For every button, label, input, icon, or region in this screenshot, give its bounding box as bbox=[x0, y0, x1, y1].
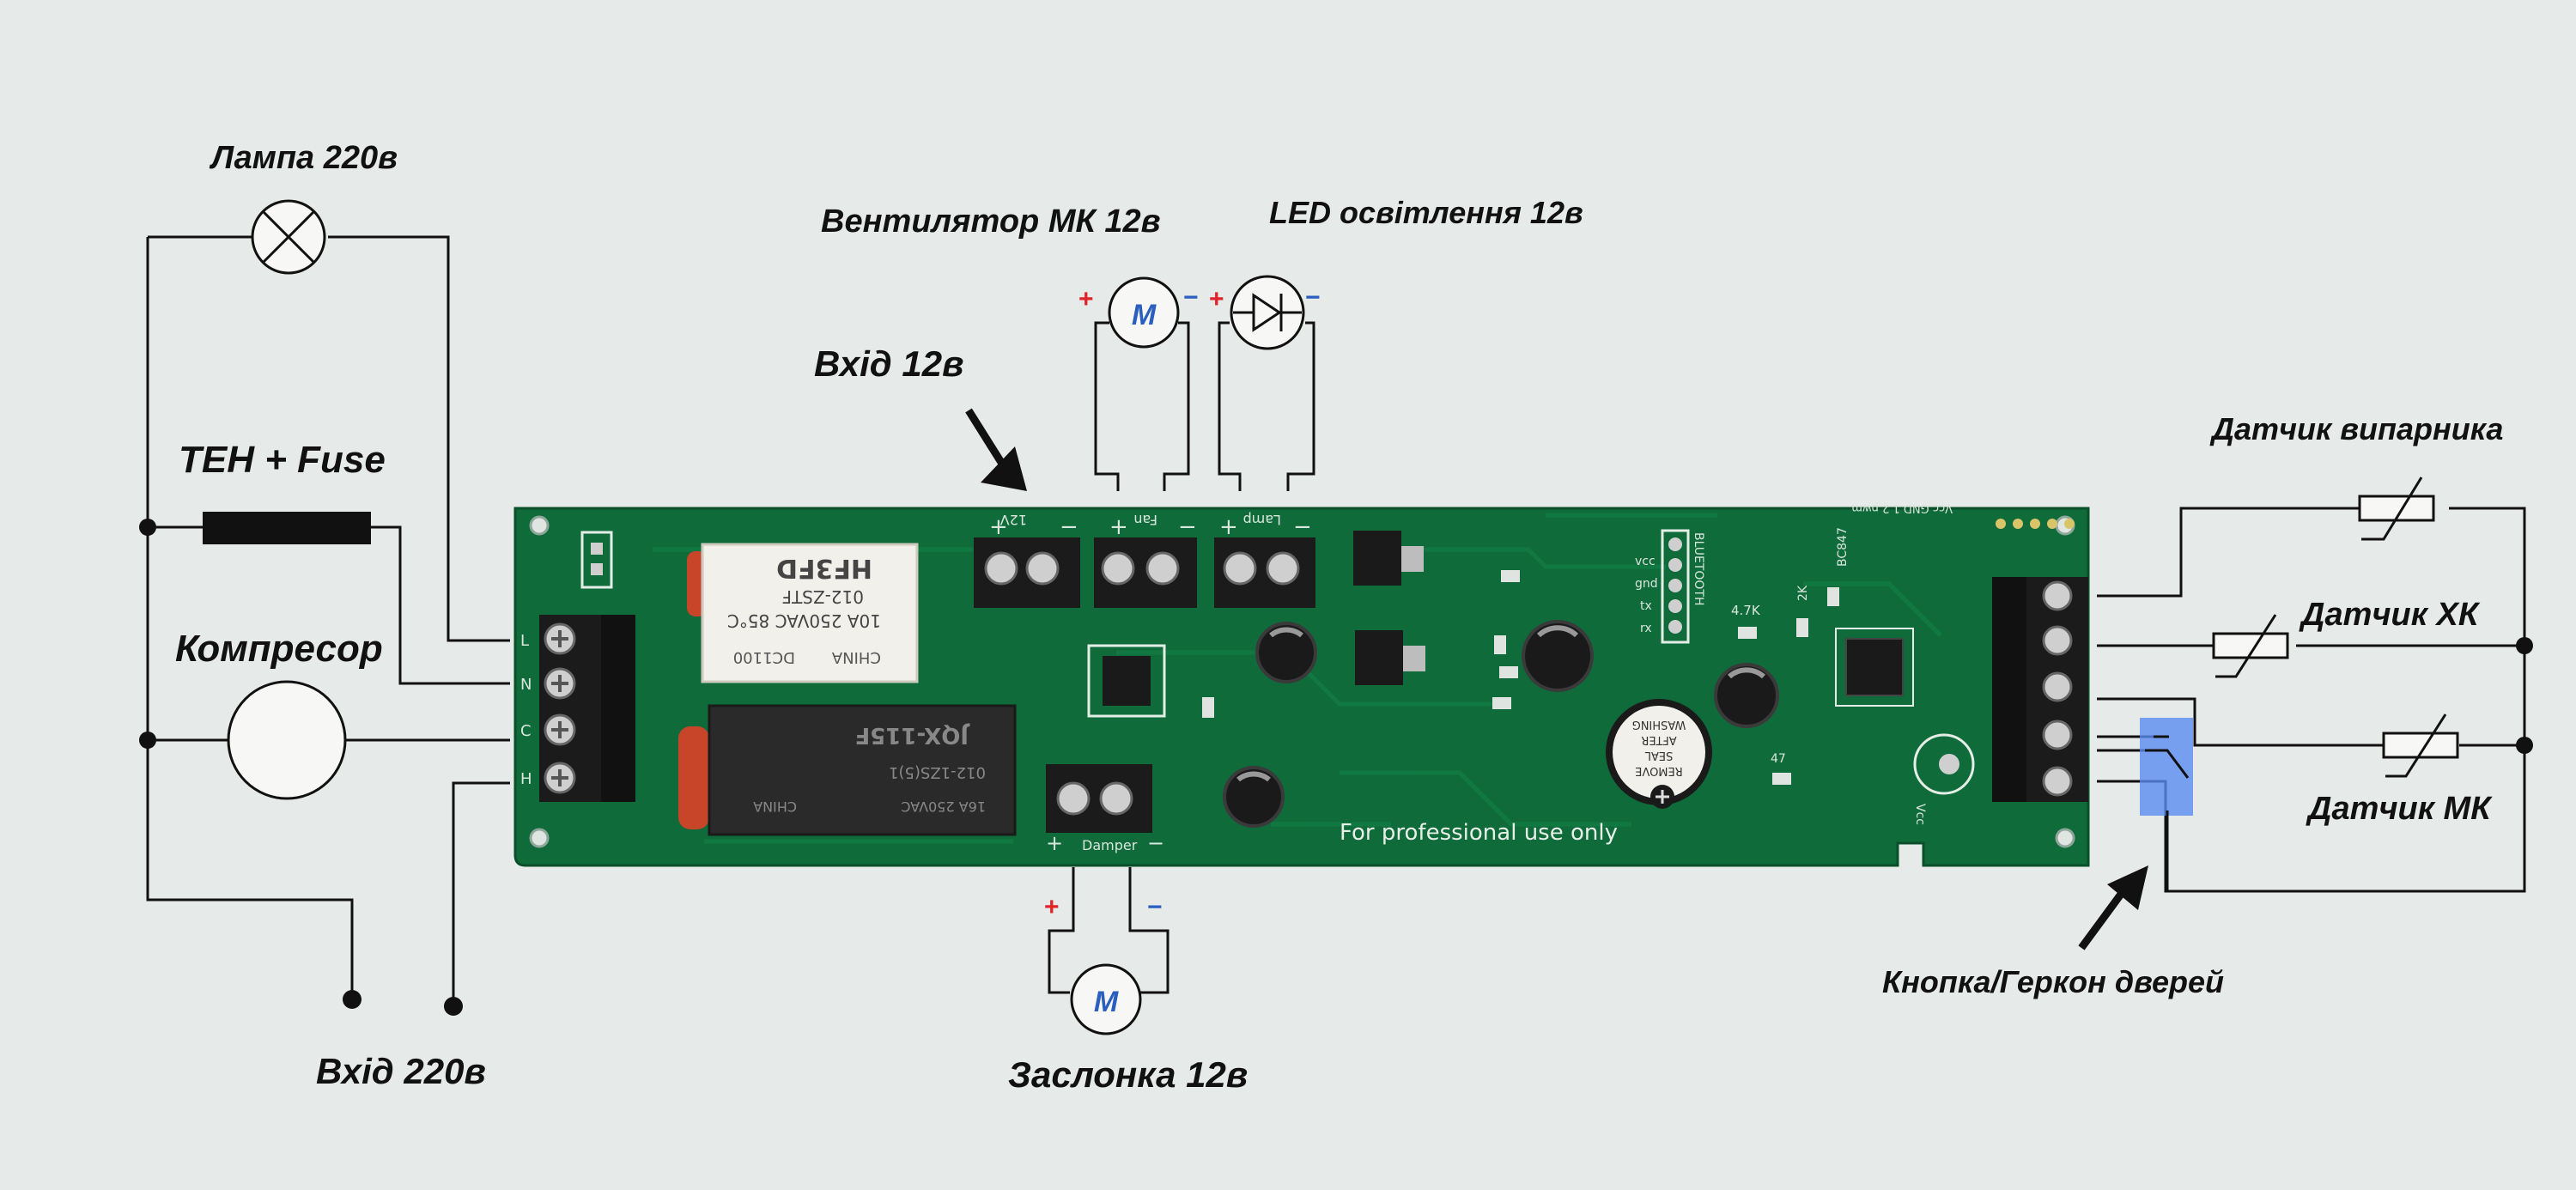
buzzer-text-2: SEAL bbox=[1644, 749, 1673, 762]
relay1-spec: 10A 250VAC 85°C bbox=[727, 610, 881, 631]
terminal-12v-input: 12V + − bbox=[974, 512, 1080, 608]
label-heater: ТЕН + Fuse bbox=[179, 439, 386, 481]
relay2-spec: 16A 250VAC bbox=[901, 798, 986, 815]
label-fan: Вентилятор МК 12в bbox=[821, 203, 1161, 240]
plus-12v: + bbox=[989, 514, 1008, 540]
label-mk-sensor: Датчик МК bbox=[2306, 791, 2493, 827]
side-pins-label: Vcc GND 1 2 pwm bbox=[1851, 501, 1953, 514]
led-minus: − bbox=[1305, 283, 1321, 312]
minus-fan: − bbox=[1178, 514, 1197, 540]
label-door-button: Кнопка/Геркон дверей bbox=[1882, 964, 2224, 999]
sensor-header-pads bbox=[1996, 519, 2075, 529]
capacitor-2 bbox=[1223, 766, 1285, 828]
heater-element bbox=[203, 512, 371, 544]
lamp-symbol bbox=[251, 199, 326, 275]
bt-pin-vcc: vcc bbox=[1635, 555, 1656, 568]
sensor-terminal-block bbox=[1992, 577, 2088, 802]
relay-hf3fd: CHINA DC1100 10A 250VAC 85°C 012-ZSTF HF… bbox=[687, 543, 919, 683]
door-switch-symbol bbox=[2140, 718, 2193, 891]
led-plus: + bbox=[1209, 285, 1224, 313]
pcb-footer-text: For professional use only bbox=[1340, 820, 1618, 846]
capacitor-3 bbox=[1522, 620, 1594, 692]
buzzer-text-4: WASHING bbox=[1632, 718, 1686, 731]
terminal-fan: Fan + − bbox=[1094, 512, 1197, 608]
label-damper: Заслонка 12в bbox=[1008, 1054, 1248, 1095]
label-input-12: Вхід 12в bbox=[814, 343, 964, 384]
damper-plus: + bbox=[1044, 893, 1060, 921]
damper-motor-symbol: M + − bbox=[1044, 893, 1163, 1035]
thermistor-hk bbox=[2212, 614, 2289, 678]
vcc-label: Vcc bbox=[1913, 804, 1927, 825]
fan-minus: − bbox=[1183, 283, 1199, 312]
terminal-damper: + Damper − bbox=[1046, 764, 1164, 855]
plus-damper: + bbox=[1046, 831, 1063, 855]
buzzer-text-3: AFTER bbox=[1641, 733, 1676, 746]
terminal-lamp: Lamp + − bbox=[1214, 512, 1315, 608]
header-12v: 12V bbox=[1000, 512, 1027, 528]
minus-damper: − bbox=[1147, 831, 1164, 855]
led-symbol: + − bbox=[1209, 275, 1321, 350]
damper-motor-letter: M bbox=[1094, 986, 1119, 1018]
mosfet-2 bbox=[1355, 630, 1425, 685]
label-hk-sensor: Датчик ХК bbox=[2299, 597, 2481, 633]
cap-47-label: 47 bbox=[1771, 752, 1786, 766]
smd-components: 4.7K 2K BC847 47 Vcc GND 1 2 pwm bbox=[1202, 501, 1953, 785]
mains-terminal-block: L N C H bbox=[520, 615, 635, 802]
buzzer: REMOVE SEAL AFTER WASHING bbox=[1606, 699, 1712, 809]
label-input-220: Вхід 220в bbox=[316, 1051, 486, 1091]
thermistor-mk bbox=[2382, 713, 2459, 778]
pin-label-h: H bbox=[520, 770, 532, 788]
header-damper: Damper bbox=[1082, 837, 1138, 853]
buzzer-text-1: REMOVE bbox=[1635, 764, 1683, 777]
driver-ic bbox=[1087, 644, 1166, 718]
bt-label: BLUETOOTH bbox=[1692, 532, 1705, 605]
header-lamp: Lamp bbox=[1243, 512, 1281, 528]
relay-jqx115f: 16A 250VAC CHINA 012-1ZS(5)1 JQX-115F bbox=[678, 704, 1017, 836]
resistor-2k-label: 2K bbox=[1796, 585, 1810, 601]
pin-label-n: N bbox=[520, 676, 532, 694]
label-compressor: Компресор bbox=[175, 628, 383, 670]
capacitor-4 bbox=[1714, 663, 1779, 728]
minus-lamp: − bbox=[1293, 514, 1312, 540]
pin-label-c: C bbox=[520, 722, 532, 740]
relay2-model: JQX-115F bbox=[854, 722, 970, 748]
capacitor-1 bbox=[1255, 622, 1317, 683]
label-lamp: Лампа 220в bbox=[209, 140, 398, 176]
label-led: LED освітлення 12в bbox=[1269, 195, 1583, 230]
plus-fan: + bbox=[1109, 514, 1128, 540]
pin-label-l: L bbox=[520, 632, 529, 650]
label-evap-sensor: Датчик випарника bbox=[2209, 411, 2503, 446]
minus-12v: − bbox=[1060, 514, 1078, 540]
fan-motor-letter: M bbox=[1132, 299, 1157, 331]
bt-pin-rx: rx bbox=[1640, 622, 1652, 635]
bluetooth-header: vcc gnd tx rx BLUETOOTH bbox=[1635, 529, 1705, 644]
relay2-country: CHINA bbox=[753, 798, 797, 815]
fan-motor-symbol: M + − bbox=[1078, 276, 1199, 349]
compressor-symbol bbox=[227, 680, 347, 800]
damper-minus: − bbox=[1147, 893, 1163, 921]
relay1-model: HF3FD bbox=[776, 553, 872, 583]
relay2-sub: 012-1ZS(5)1 bbox=[889, 763, 986, 781]
jumper-header bbox=[580, 531, 613, 589]
relay1-code: DC1100 bbox=[733, 648, 795, 666]
power-marker: Vcc bbox=[1913, 733, 1975, 825]
fan-plus: + bbox=[1078, 285, 1094, 313]
relay1-sub: 012-ZSTF bbox=[781, 586, 864, 607]
bt-pin-gnd: gnd bbox=[1635, 577, 1658, 591]
bt-pin-tx: tx bbox=[1640, 599, 1652, 613]
header-fan: Fan bbox=[1133, 512, 1157, 528]
resistor-47k-label: 4.7K bbox=[1731, 603, 1761, 618]
transistor-label: BC847 bbox=[1836, 527, 1850, 567]
plus-lamp: + bbox=[1219, 514, 1238, 540]
thermistor-evaporator bbox=[2358, 477, 2435, 541]
junction-dots bbox=[139, 519, 2533, 1016]
arrow-door-switch bbox=[2078, 865, 2148, 950]
relay1-country: CHINA bbox=[831, 648, 881, 666]
arrow-12v-input bbox=[965, 408, 1027, 491]
microcontroller bbox=[1835, 628, 1914, 707]
mosfet-1 bbox=[1353, 531, 1424, 586]
